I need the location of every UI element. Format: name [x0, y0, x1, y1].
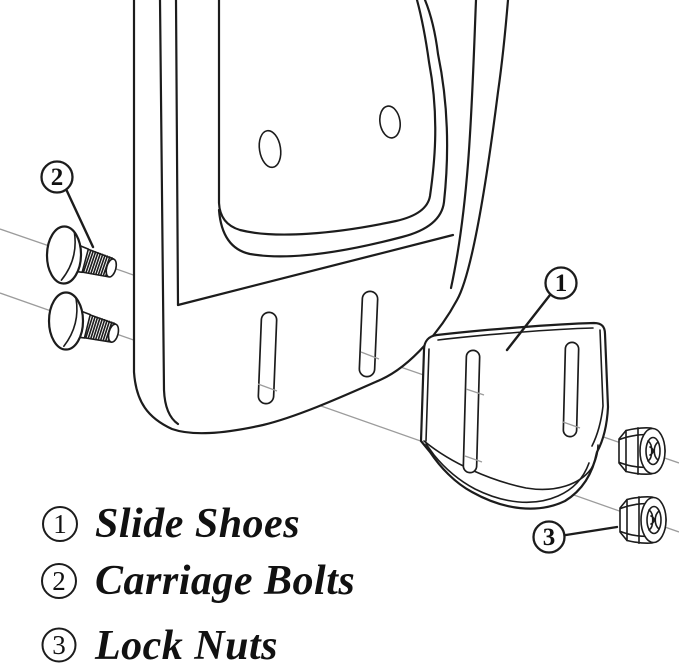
legend-3-label: Lock Nuts — [94, 623, 278, 663]
panel-hole-right — [379, 105, 401, 139]
auger-housing-panel — [132, 0, 510, 435]
nut-thread-spiral — [648, 509, 660, 531]
carriage-bolts — [45, 225, 120, 351]
panel-left-rib — [174, 0, 180, 307]
guide-through-slot — [464, 455, 483, 463]
guide-through-slot — [465, 388, 485, 396]
nut-thread-spiral — [647, 440, 659, 462]
carriage-bolt-upper — [45, 225, 118, 285]
carriage-bolt-lower — [47, 291, 120, 351]
bolt-tip — [105, 258, 118, 278]
panel-hole-left — [258, 129, 282, 169]
panel-fill — [134, 0, 508, 434]
shoe-outline — [419, 321, 610, 510]
shoe-skid-inner-edge — [425, 443, 590, 504]
lock-nut-lower — [619, 495, 667, 545]
slide-shoe — [419, 321, 610, 510]
legend-2-circle — [41, 563, 77, 599]
shoe-top-edge-inner — [437, 327, 594, 341]
panel-rim-inner-arc — [449, 0, 478, 290]
panel-left-inner-edge — [158, 0, 180, 426]
legend: 1 Slide Shoes 2 Carriage Bolts 3 Lock Nu… — [41, 501, 355, 663]
callout-2-number: 2 — [51, 164, 64, 191]
legend-3-number: 3 — [52, 630, 66, 660]
shoe-right-edge-inner — [591, 329, 604, 447]
callout-2: 2 — [40, 160, 95, 249]
callout-1-number: 1 — [555, 270, 568, 297]
callout-3-leader — [564, 525, 619, 537]
callout-1-leader — [505, 293, 552, 352]
panel-slot-right — [358, 290, 380, 378]
legend-2-label: Carriage Bolts — [95, 558, 355, 604]
shoe-slot-right — [562, 341, 581, 438]
lock-nuts — [618, 426, 667, 545]
callout-3: 3 — [532, 520, 619, 554]
legend-1-circle — [42, 506, 78, 542]
callouts: 1 2 3 — [40, 160, 619, 554]
nut-facets — [619, 496, 653, 544]
bolt-head — [45, 225, 83, 285]
panel-window-lip — [217, 0, 449, 258]
legend-1-number: 1 — [53, 509, 67, 539]
callout-2-circle — [40, 160, 74, 194]
callout-2-leader — [64, 187, 95, 249]
bolt-head — [47, 291, 85, 351]
guide-through-slot — [360, 351, 380, 360]
guide-through-slot — [257, 383, 278, 392]
legend-item-carriage-bolts: 2 Carriage Bolts — [41, 558, 355, 604]
legend-item-slide-shoes: 1 Slide Shoes — [42, 501, 300, 547]
bolt-head-rim — [60, 231, 76, 281]
panel-window-outline — [217, 0, 437, 236]
callout-1: 1 — [505, 266, 578, 352]
callout-3-number: 3 — [543, 524, 556, 551]
guide-through-slot — [562, 421, 581, 429]
lock-nut-upper — [618, 426, 666, 476]
callout-3-circle — [532, 520, 566, 554]
panel-slot-left — [257, 311, 278, 405]
bolt-head-rim — [63, 296, 78, 348]
panel-outline — [132, 0, 510, 435]
bolt-tip — [107, 323, 120, 343]
callout-1-circle — [544, 266, 578, 300]
legend-2-number: 2 — [52, 566, 66, 596]
legend-1-label: Slide Shoes — [95, 501, 300, 547]
legend-3-circle — [41, 627, 77, 663]
nut-facets — [618, 427, 652, 475]
legend-item-lock-nuts: 3 Lock Nuts — [41, 623, 278, 663]
shoe-left-edge-inner — [425, 348, 430, 442]
shoe-slot-left — [462, 349, 485, 474]
panel-fold-line — [176, 233, 455, 307]
